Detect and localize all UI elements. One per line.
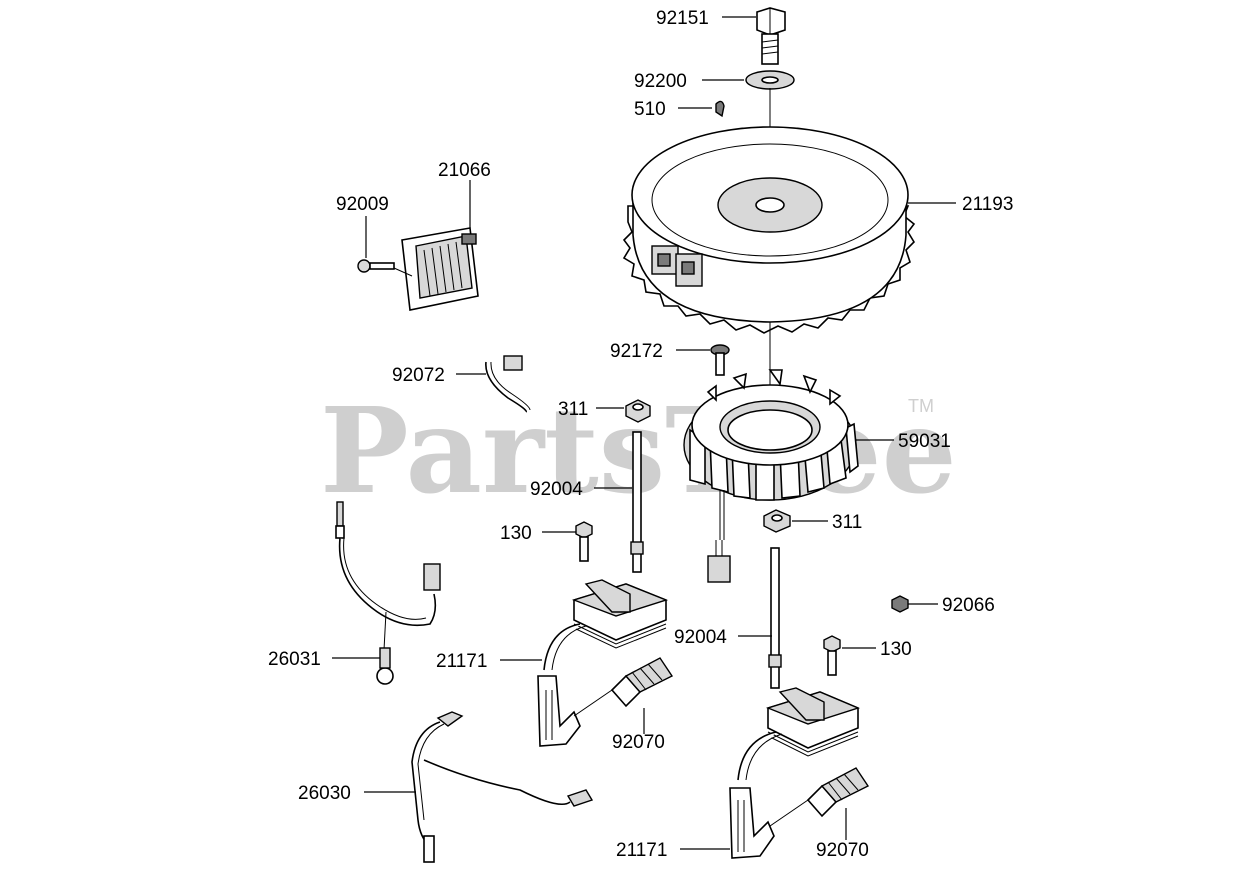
- tie-band-92072[interactable]: [485, 355, 531, 413]
- callout-130-upper: 130: [500, 523, 532, 544]
- callout-92172: 92172: [610, 341, 663, 362]
- spark-plug-92070-upper[interactable]: [573, 657, 674, 717]
- flywheel-21193[interactable]: [622, 126, 916, 334]
- callout-92004-lower: 92004: [674, 627, 727, 648]
- callout-21171-lower: 21171: [616, 840, 667, 861]
- ignition-coil-21171-lower[interactable]: [729, 687, 861, 859]
- callout-92151: 92151: [656, 8, 709, 29]
- callout-92070-lower: 92070: [816, 840, 869, 861]
- callout-311-lower: 311: [832, 512, 862, 533]
- callout-92070-upper: 92070: [612, 732, 665, 753]
- regulator-21066[interactable]: [401, 227, 479, 311]
- bolt-130-upper[interactable]: [575, 521, 593, 562]
- screw-92009[interactable]: [357, 259, 395, 273]
- leader-lines: [332, 16, 956, 850]
- bolt-130-lower[interactable]: [823, 635, 841, 676]
- nut-311-upper[interactable]: [625, 399, 651, 423]
- stud-92004-lower[interactable]: [768, 547, 782, 689]
- callout-26030: 26030: [298, 783, 351, 804]
- callout-26031: 26031: [268, 649, 321, 670]
- ignition-coil-21171-upper[interactable]: [537, 579, 669, 747]
- callout-21171-upper: 21171: [436, 651, 487, 672]
- stator-59031[interactable]: [683, 369, 859, 583]
- callout-130-lower: 130: [880, 639, 912, 660]
- callout-92066: 92066: [942, 595, 995, 616]
- nut-311-lower[interactable]: [763, 509, 791, 533]
- callout-92072: 92072: [392, 365, 445, 386]
- callout-92200: 92200: [634, 71, 687, 92]
- callout-311-upper: 311: [558, 399, 588, 420]
- callout-21193: 21193: [962, 194, 1013, 215]
- watermark-trademark: TM: [908, 396, 934, 416]
- callout-92009: 92009: [336, 194, 389, 215]
- callout-labels: 92151 92200 510 21193 21066 92009 92172 …: [268, 8, 1013, 861]
- wire-harness-26030[interactable]: [411, 711, 594, 863]
- callout-510: 510: [634, 99, 666, 120]
- cap-92066[interactable]: [891, 595, 909, 613]
- key-510[interactable]: [715, 100, 725, 118]
- stud-92004-upper[interactable]: [630, 431, 644, 573]
- wire-harness-26031[interactable]: [335, 501, 441, 685]
- washer-92200[interactable]: [745, 70, 795, 90]
- callout-59031: 59031: [898, 431, 951, 452]
- spark-plug-92070-lower[interactable]: [769, 767, 870, 827]
- callout-21066: 21066: [438, 160, 491, 181]
- bolt-92151[interactable]: [756, 7, 786, 65]
- bolt-92172[interactable]: [710, 344, 730, 376]
- callout-92004-upper: 92004: [530, 479, 583, 500]
